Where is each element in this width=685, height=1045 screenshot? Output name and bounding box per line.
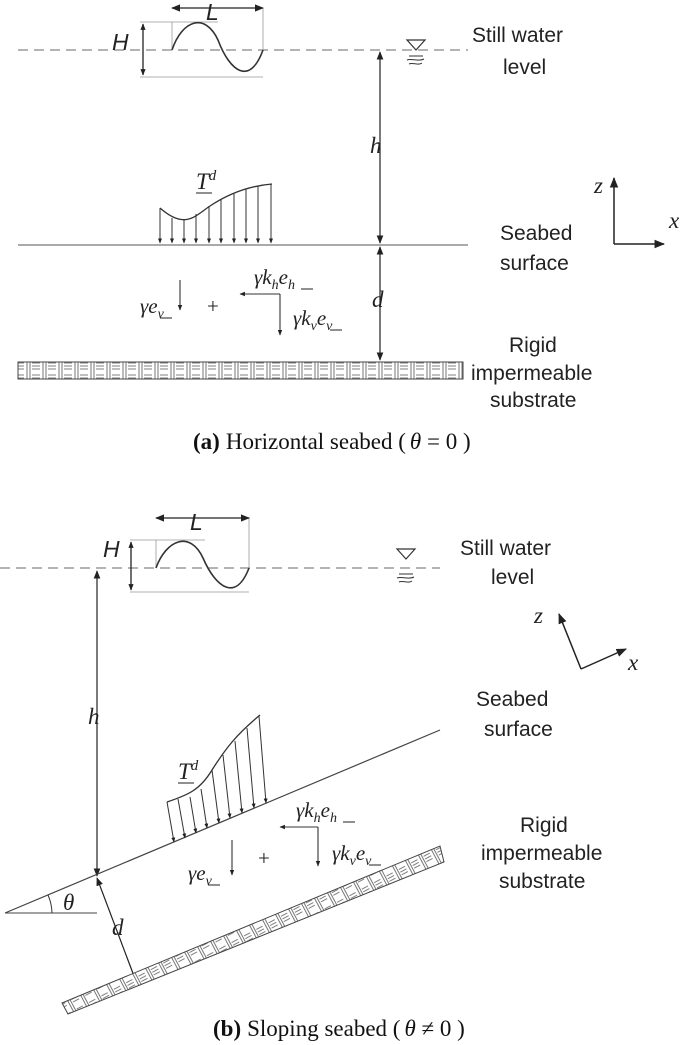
- seabed-label-b-2: surface: [484, 718, 553, 741]
- soil-depth-symbol-b: d: [112, 915, 124, 940]
- still-water-label-a-2: level: [503, 56, 546, 79]
- still-water-label-b-2: level: [491, 566, 534, 589]
- wave-height-symbol-b: H: [103, 536, 120, 562]
- seabed-label-b-1: Seabed: [476, 688, 548, 711]
- gravity-label-a: γev: [140, 294, 165, 322]
- substrate-label-a-1: Rigid: [509, 334, 557, 357]
- wave-length-symbol-a: L: [206, 0, 219, 25]
- traction-curve-b: [166, 714, 261, 803]
- water-level-icon-b: [395, 548, 417, 583]
- axes-a: [609, 176, 666, 249]
- wave-profile-b: [155, 540, 250, 589]
- gravity-label-b: γev: [188, 861, 213, 889]
- slope-symbol-b: θ: [63, 890, 74, 915]
- traction-symbol-b: Td: [178, 758, 199, 784]
- kh-label-b: γkheh: [296, 798, 337, 826]
- axis-x-b: x: [627, 650, 639, 675]
- kv-label-a: γkvev: [293, 306, 333, 334]
- seabed-label-a-2: surface: [500, 252, 569, 275]
- soil-depth-symbol-a: d: [372, 287, 384, 312]
- caption-b: (b)Sloping seabed (θ ≠ 0 ): [213, 1016, 465, 1041]
- still-water-label-a-1: Still water: [472, 24, 563, 47]
- kh-label-a: γkheh: [254, 265, 295, 293]
- axis-z-b: z: [533, 603, 543, 628]
- substrate-label-b-2: impermeable: [481, 842, 602, 865]
- panel-a: L H Still water level h Seabed surface: [17, 0, 680, 454]
- plus-sign-a: +: [207, 294, 219, 318]
- axis-x-a: x: [668, 208, 680, 233]
- substrate-label-a-2: impermeable: [471, 362, 592, 385]
- wave-profile-a: [171, 21, 264, 73]
- axis-z-a: z: [593, 173, 603, 198]
- water-depth-symbol-b: h: [88, 704, 100, 729]
- water-depth-symbol-a: h: [370, 133, 382, 158]
- substrate-b: [61, 845, 445, 1015]
- plus-sign-b: +: [258, 846, 270, 870]
- substrate-a: [17, 361, 464, 380]
- axes-b: [558, 613, 627, 670]
- traction-symbol-a: Td: [196, 168, 217, 194]
- caption-a: (a)Horizontal seabed (θ = 0 ): [193, 429, 471, 454]
- wave-length-symbol-b: L: [190, 509, 203, 535]
- traction-curve-a: [159, 183, 273, 221]
- substrate-label-b-3: substrate: [499, 870, 585, 893]
- wave-height-symbol-a: H: [112, 29, 129, 55]
- seabed-line-b: [4, 729, 441, 914]
- water-level-icon-a: [405, 39, 427, 65]
- soil-depth-arrow-b: [96, 877, 138, 985]
- still-water-label-b-1: Still water: [460, 537, 551, 560]
- seabed-label-a-1: Seabed: [500, 222, 572, 245]
- substrate-label-b-1: Rigid: [520, 814, 568, 837]
- slope-angle-arc-b: [47, 894, 53, 914]
- panel-b: L H Still water level h Seabed surface θ: [0, 509, 639, 1041]
- traction-arrows-b: [166, 715, 268, 843]
- substrate-label-a-3: substrate: [490, 389, 576, 412]
- kv-label-b: γkvev: [332, 841, 372, 869]
- traction-arrows-a: [158, 184, 273, 244]
